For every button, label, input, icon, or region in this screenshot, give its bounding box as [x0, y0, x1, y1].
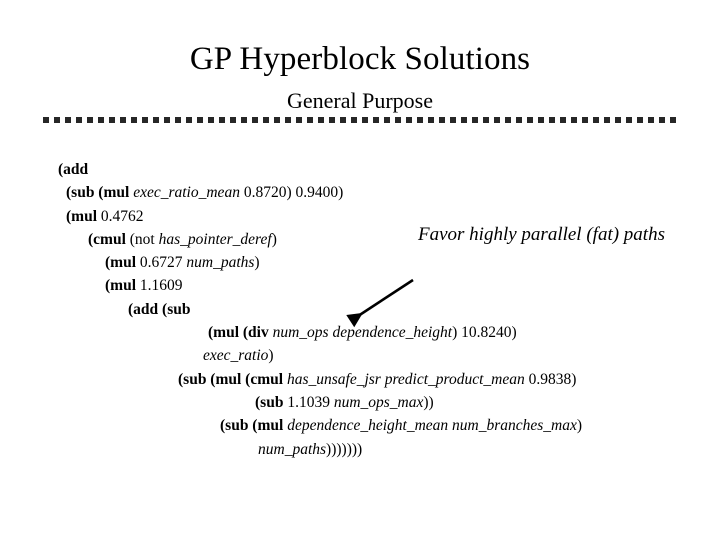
token-num: 0.4762 [100, 207, 144, 225]
expression-line: (sub (mul (cmul has_unsafe_jsr predict_p… [0, 368, 720, 391]
token-plain: ) [576, 417, 583, 435]
token-op: (mul [105, 277, 140, 295]
token-plain: ) [254, 254, 260, 272]
token-var: num_ops dependence_height [272, 324, 453, 342]
token-op: mul [103, 184, 134, 202]
token-var: has_pointer_deref [158, 230, 272, 248]
token-op: (sub (mul [220, 417, 288, 435]
page-title: GP Hyperblock Solutions [189, 41, 531, 77]
token-op: (sub ( [66, 184, 104, 202]
token-var: num_paths [186, 254, 255, 272]
token-num: 0.6727 [139, 254, 187, 272]
token-plain: ) [268, 347, 274, 365]
divider-rule [43, 117, 678, 123]
token-plain: ))))))) [326, 440, 363, 458]
token-plain: ) [271, 230, 277, 248]
expression-line: (mul 0.4762 [0, 205, 720, 228]
callout-arrow [346, 278, 414, 328]
callout-note: Favor highly parallel (fat) paths [418, 224, 665, 245]
token-plain: (not [129, 230, 159, 248]
token-op: (mul [105, 254, 140, 272]
expression-line: (add [0, 158, 720, 181]
token-var: exec_ratio_mean [133, 184, 240, 202]
expression-line: (sub (mul exec_ratio_mean 0.8720) 0.9400… [0, 181, 720, 204]
token-var: has_unsafe_jsr predict_product_mean [286, 370, 525, 388]
expression-line: (cmul (not has_pointer_deref) [0, 228, 720, 251]
expression-line: exec_ratio) [0, 344, 720, 367]
token-num: 0.8720) 0.9400) [239, 184, 344, 202]
expression-line: (mul 1.1609 [0, 274, 720, 297]
token-var: exec_ratio [203, 347, 269, 365]
expression-line: (add (sub [0, 298, 720, 321]
token-op: (cmul [88, 230, 130, 248]
expression-line: (mul 0.6727 num_paths) [0, 251, 720, 274]
token-var: dependence_height_mean num_branches_max [287, 417, 577, 435]
token-op: (sub (mul (cmul [178, 370, 287, 388]
token-op: (mul (div [208, 324, 273, 342]
token-plain: )) [423, 393, 434, 411]
token-op: (mul [66, 207, 101, 225]
token-op: (add (sub [128, 300, 191, 318]
token-num: ) 10.8240) [452, 324, 517, 342]
expression-line: num_paths))))))) [0, 438, 720, 461]
token-num: 0.9838) [524, 370, 577, 388]
token-op: (add [58, 161, 89, 178]
token-num: 1.1039 [287, 393, 334, 411]
expression-line: (sub (mul dependence_height_mean num_bra… [0, 414, 720, 437]
page-subtitle: General Purpose [286, 88, 433, 113]
token-var: num_ops_max [333, 393, 424, 411]
token-num: 1.1609 [139, 277, 183, 295]
token-op: (sub [255, 393, 288, 411]
expression-line: (sub 1.1039 num_ops_max)) [0, 391, 720, 414]
token-var: num_paths [258, 440, 327, 458]
expression-block: (add (sub (mul exec_ratio_mean 0.8720) 0.… [0, 158, 720, 461]
expression-line: (mul (div num_ops dependence_height) 10.… [0, 321, 720, 344]
